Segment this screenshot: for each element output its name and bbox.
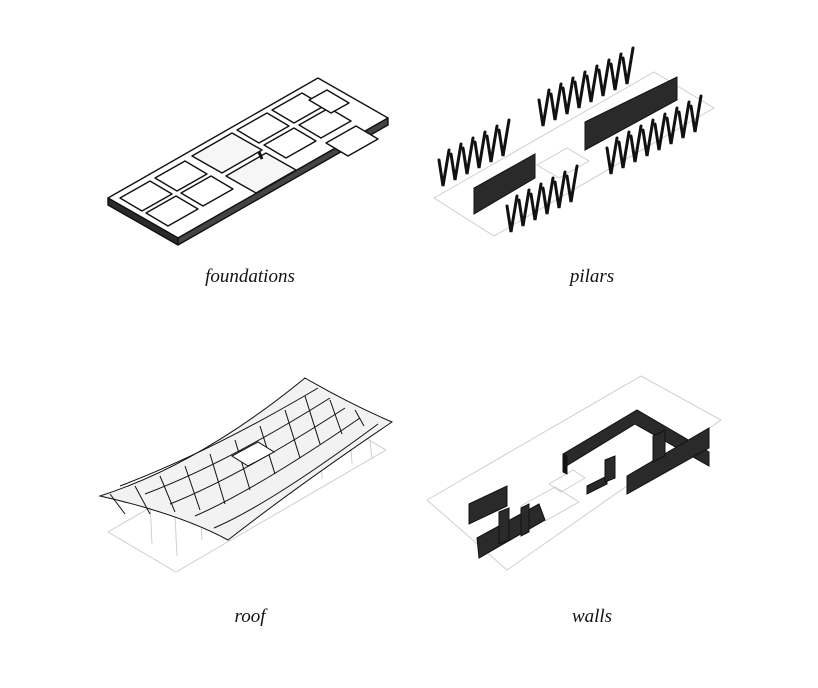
wall-blocks (468, 409, 710, 559)
foundation-frame (107, 77, 389, 246)
walls-diagram (426, 375, 722, 571)
caption-walls: walls (571, 606, 613, 627)
pilar-walls (473, 76, 678, 215)
foundations-panel: foundations (0, 0, 409, 344)
pilars-panel: pilars (409, 0, 818, 344)
roof-diagram (98, 377, 394, 573)
roof-panel: roof (0, 344, 409, 688)
pilars-diagram (433, 46, 715, 237)
walls-panel: walls (409, 344, 818, 688)
foundations-diagram (107, 77, 389, 246)
roof-surface (98, 377, 394, 541)
pilars-ground-outline (433, 71, 715, 237)
pilar-columns (437, 46, 703, 233)
walls-site-outline (426, 375, 722, 571)
caption-pilars: pilars (569, 266, 615, 287)
caption-foundations: foundations (205, 266, 295, 287)
caption-roof: roof (234, 606, 266, 627)
